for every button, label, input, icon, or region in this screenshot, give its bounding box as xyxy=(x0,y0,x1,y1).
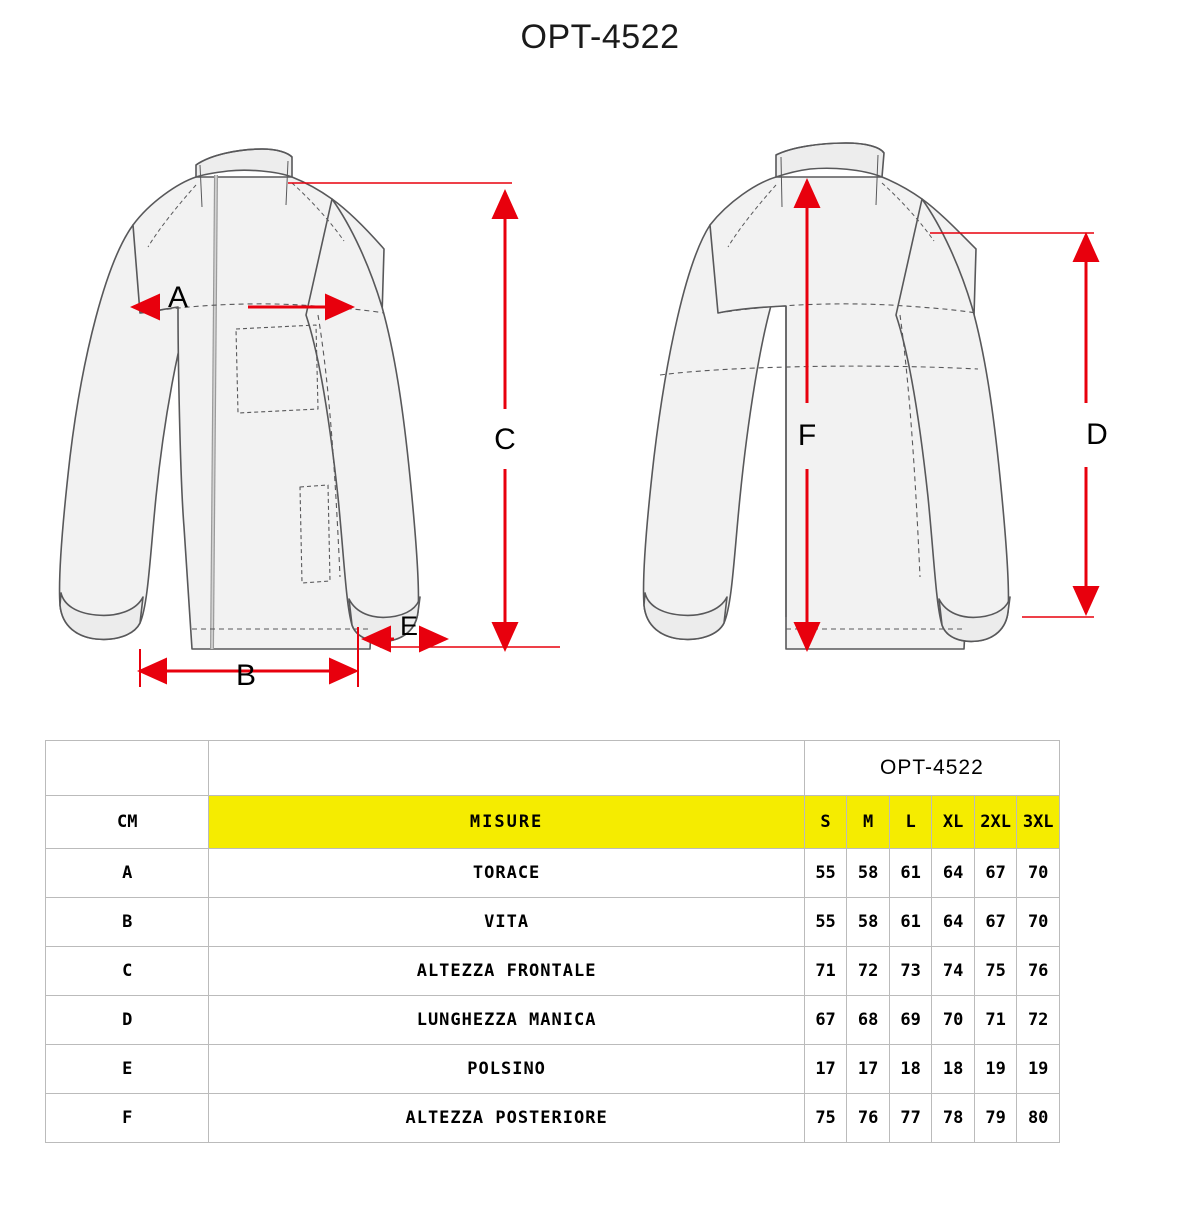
size-header-l: L xyxy=(888,795,933,849)
cell-value: 67 xyxy=(803,995,848,1045)
cell-value: 77 xyxy=(888,1093,933,1143)
row-name: LUNGHEZZA MANICA xyxy=(208,995,805,1045)
table-row: D LUNGHEZZA MANICA 67 68 69 70 71 72 xyxy=(44,995,1060,1045)
row-code: F xyxy=(44,1093,210,1143)
cell-value: 17 xyxy=(846,1044,890,1094)
cell-value: 61 xyxy=(888,848,933,898)
page-title: OPT-4522 xyxy=(520,18,680,56)
cell-value: 58 xyxy=(846,848,890,898)
cell-value: 64 xyxy=(931,848,975,898)
cell-value: 80 xyxy=(1016,1093,1060,1143)
size-header-s: S xyxy=(803,795,848,849)
cell-value: 78 xyxy=(931,1093,975,1143)
back-measure-lines xyxy=(793,178,1100,652)
cell-value: 61 xyxy=(888,897,933,947)
cell-value: 17 xyxy=(803,1044,848,1094)
row-code: A xyxy=(44,848,210,898)
table-row: B VITA 55 58 61 64 67 70 xyxy=(44,897,1060,947)
label-F: F xyxy=(798,419,816,452)
label-A: A xyxy=(168,281,188,314)
cell-value: 18 xyxy=(931,1044,975,1094)
cm-label: CM xyxy=(44,795,210,849)
row-code: C xyxy=(44,946,210,996)
cell-value: 58 xyxy=(846,897,890,947)
size-header-3xl: 3XL xyxy=(1016,795,1060,849)
front-jacket-drawing xyxy=(58,148,421,650)
cell-value: 71 xyxy=(803,946,848,996)
back-measure-labels: F D xyxy=(798,418,1108,452)
row-name: ALTEZZA POSTERIORE xyxy=(208,1093,805,1143)
row-name: TORACE xyxy=(208,848,805,898)
cell-value: 75 xyxy=(973,946,1018,996)
table-header-row: CM MISURE S M L XL 2XL 3XL xyxy=(44,795,1060,849)
cell-value: 74 xyxy=(931,946,975,996)
blank-cell-2 xyxy=(208,740,805,796)
cell-value: 70 xyxy=(931,995,975,1045)
cell-value: 55 xyxy=(803,897,848,947)
row-name: VITA xyxy=(208,897,805,947)
cell-value: 72 xyxy=(846,946,890,996)
back-jacket-drawing xyxy=(642,142,1011,650)
cell-value: 69 xyxy=(888,995,933,1045)
cell-value: 75 xyxy=(803,1093,848,1143)
table-row: A TORACE 55 58 61 64 67 70 xyxy=(44,848,1060,898)
table-row: F ALTEZZA POSTERIORE 75 76 77 78 79 80 xyxy=(44,1093,1060,1143)
cell-value: 76 xyxy=(1016,946,1060,996)
size-header-2xl: 2XL xyxy=(973,795,1018,849)
garment-illustration: A B C E xyxy=(0,57,1200,707)
size-table: OPT-4522 CM MISURE S M L XL 2XL 3XL A TO… xyxy=(44,740,1061,1143)
label-B: B xyxy=(236,659,256,692)
table-row: C ALTEZZA FRONTALE 71 72 73 74 75 76 xyxy=(44,946,1060,996)
front-measure-lines xyxy=(130,182,560,687)
cell-value: 76 xyxy=(846,1093,890,1143)
label-C: C xyxy=(494,423,516,456)
size-chart: OPT-4522 CM MISURE S M L XL 2XL 3XL A TO… xyxy=(44,740,1061,1143)
cell-value: 19 xyxy=(1016,1044,1060,1094)
label-E: E xyxy=(400,611,418,641)
row-code: E xyxy=(44,1044,210,1094)
cell-value: 64 xyxy=(931,897,975,947)
cell-value: 71 xyxy=(973,995,1018,1045)
row-name: POLSINO xyxy=(208,1044,805,1094)
cell-value: 73 xyxy=(888,946,933,996)
cell-value: 72 xyxy=(1016,995,1060,1045)
front-measure-labels: A B C E xyxy=(168,281,516,692)
row-code: D xyxy=(44,995,210,1045)
table-title: OPT-4522 xyxy=(803,740,1061,796)
size-header-m: M xyxy=(846,795,890,849)
misure-label: MISURE xyxy=(208,795,805,849)
cell-value: 18 xyxy=(888,1044,933,1094)
size-table-body: OPT-4522 CM MISURE S M L XL 2XL 3XL A TO… xyxy=(44,740,1061,1143)
cell-value: 67 xyxy=(973,897,1018,947)
blank-cell-1 xyxy=(44,740,210,796)
cell-value: 70 xyxy=(1016,848,1060,898)
row-code: B xyxy=(44,897,210,947)
cell-value: 70 xyxy=(1016,897,1060,947)
row-name: ALTEZZA FRONTALE xyxy=(208,946,805,996)
table-title-row: OPT-4522 xyxy=(44,740,1061,796)
cell-value: 79 xyxy=(973,1093,1018,1143)
size-header-xl: XL xyxy=(931,795,975,849)
table-row: E POLSINO 17 17 18 18 19 19 xyxy=(44,1044,1060,1094)
cell-value: 19 xyxy=(973,1044,1018,1094)
label-D: D xyxy=(1086,418,1108,451)
cell-value: 67 xyxy=(973,848,1018,898)
cell-value: 55 xyxy=(803,848,848,898)
cell-value: 68 xyxy=(846,995,890,1045)
